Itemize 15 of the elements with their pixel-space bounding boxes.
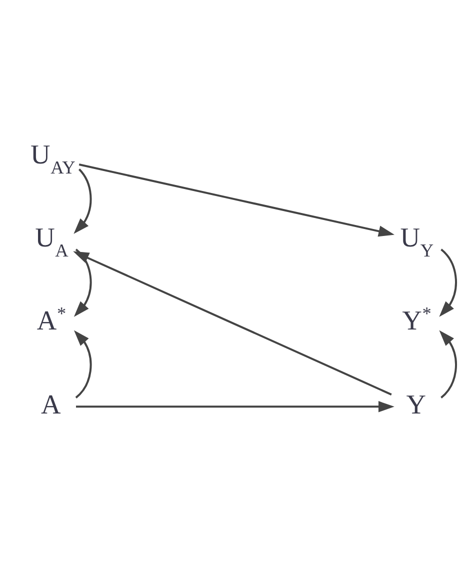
node-text: U$_{A}$ (35, 222, 68, 260)
arrow (73, 250, 392, 395)
node-text: A (41, 388, 61, 419)
node-text: U$_{Y}$ (400, 222, 434, 260)
arrow (439, 248, 457, 316)
node-text: Y$^{*}$ (402, 302, 432, 335)
arrow (74, 168, 92, 234)
node-text: U$_{AY}$ (30, 138, 76, 177)
arrow (439, 330, 457, 398)
arrow (78, 163, 394, 236)
node-text: A$^{*}$ (36, 302, 66, 335)
node-text: Y (406, 388, 426, 419)
arrow (76, 400, 394, 412)
arrow (74, 248, 92, 316)
arrow (74, 330, 92, 398)
